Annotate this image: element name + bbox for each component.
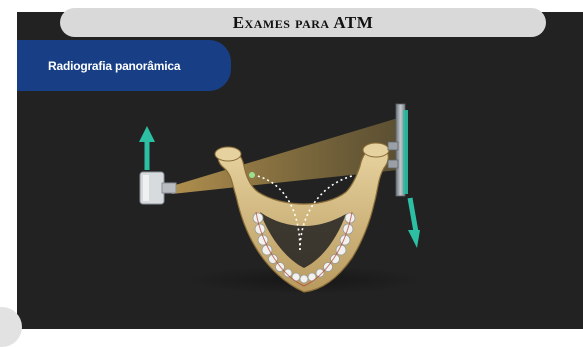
xray-source-icon [140, 172, 176, 204]
detector-panel-icon [388, 104, 408, 196]
arrow-up-icon [139, 126, 155, 170]
arrow-down-icon [408, 198, 420, 248]
rotation-center-dot [249, 172, 255, 178]
panoramic-illustration [0, 0, 583, 329]
page-frame: Exames para ATM Radiografia panorâmica [0, 0, 583, 329]
